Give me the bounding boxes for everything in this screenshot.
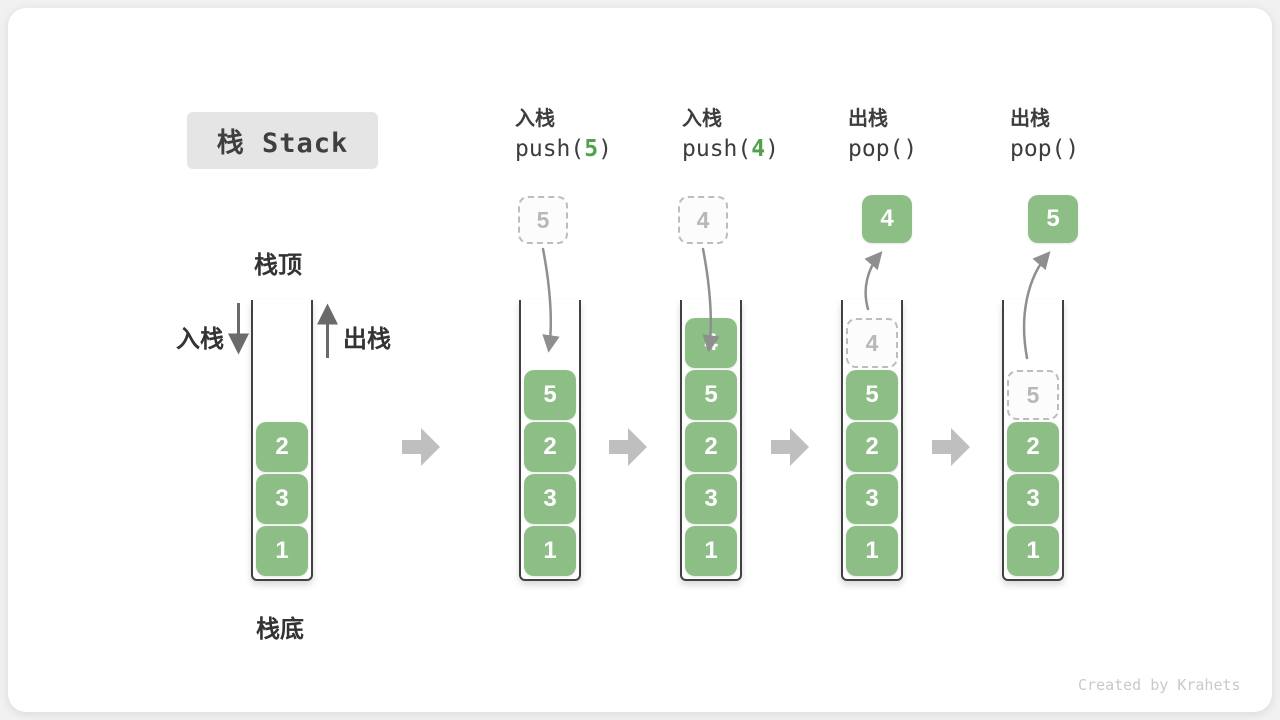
- operation-header: 出栈 pop(): [1010, 105, 1170, 166]
- stack-block: 3: [685, 474, 737, 524]
- operation-code-label: pop(): [1010, 133, 1170, 166]
- code-arg: 4: [751, 136, 766, 162]
- operation-header: 入栈 push(5): [515, 105, 675, 166]
- stack-block: 1: [685, 526, 737, 576]
- popped-value-block: 4: [862, 195, 912, 243]
- stack-block: 1: [846, 526, 898, 576]
- stack-block: 5: [524, 370, 576, 420]
- stack-block: 3: [524, 474, 576, 524]
- stack-bottom-label: 栈底: [256, 616, 304, 643]
- stack-block: 3: [1007, 474, 1059, 524]
- code-post: ): [598, 136, 612, 162]
- code-pre: pop(: [1010, 136, 1066, 162]
- code-arg: 5: [584, 136, 599, 162]
- code-post: ): [903, 136, 918, 162]
- ghost-block: 4: [846, 318, 898, 368]
- stack-block: 3: [256, 474, 308, 524]
- code-pre: push(: [682, 136, 752, 162]
- stack-block: 4: [685, 318, 737, 368]
- stack-block: 3: [846, 474, 898, 524]
- incoming-value-block: 5: [518, 196, 568, 244]
- popped-value-block: 5: [1028, 195, 1078, 243]
- stack-block: 2: [1007, 422, 1059, 472]
- stack-block: 2: [846, 422, 898, 472]
- operation-action-label: 入栈: [682, 108, 722, 130]
- incoming-value-block: 4: [678, 196, 728, 244]
- stack-block: 2: [256, 422, 308, 472]
- operation-code-label: pop(): [848, 133, 1008, 166]
- code-pre: pop(: [848, 136, 904, 162]
- code-post: ): [765, 136, 779, 162]
- stack-block: 5: [846, 370, 898, 420]
- stack-block: 1: [524, 526, 576, 576]
- code-post: ): [1065, 136, 1080, 162]
- operation-code-label: push(4): [682, 133, 842, 166]
- ghost-block: 5: [1007, 370, 1059, 420]
- stack-top-label: 栈顶: [254, 252, 302, 279]
- stack-block: 1: [1007, 526, 1059, 576]
- pop-side-label: 出栈: [343, 326, 391, 353]
- watermark: Created by Krahets: [1078, 676, 1241, 694]
- title-badge: 栈 Stack: [187, 112, 378, 169]
- operation-header: 入栈 push(4): [682, 105, 842, 166]
- operation-action-label: 出栈: [1010, 108, 1050, 130]
- operation-action-label: 出栈: [848, 108, 888, 130]
- stack-block: 2: [685, 422, 737, 472]
- push-side-label: 入栈: [176, 326, 224, 353]
- stack-block: 5: [685, 370, 737, 420]
- operation-code-label: push(5): [515, 133, 675, 166]
- code-pre: push(: [515, 136, 585, 162]
- stack-block: 2: [524, 422, 576, 472]
- stack-block: 1: [256, 526, 308, 576]
- operation-header: 出栈 pop(): [848, 105, 1008, 166]
- operation-action-label: 入栈: [515, 108, 555, 130]
